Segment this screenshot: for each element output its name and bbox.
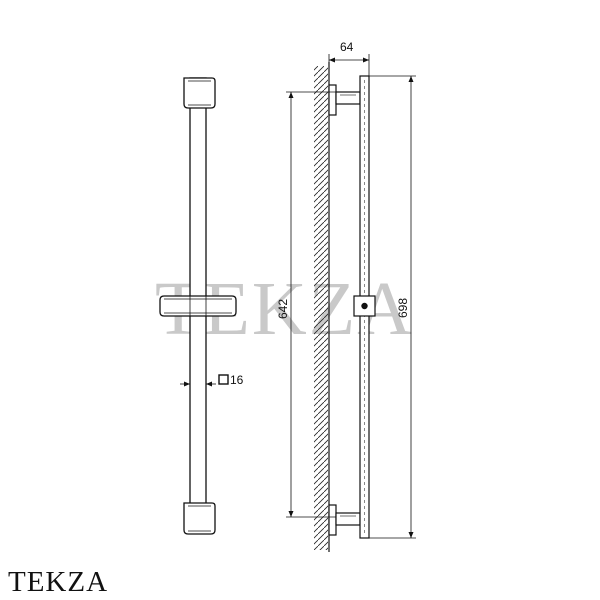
bar-section-dimension (180, 374, 229, 387)
dim-depth: 64 (340, 40, 354, 54)
front-slider (159, 295, 237, 317)
front-view (159, 77, 237, 535)
front-top-bracket (183, 77, 216, 109)
front-bottom-bracket (183, 502, 216, 535)
side-top-bracket (328, 84, 361, 116)
brand-logo-text: TEKZA (8, 566, 109, 598)
bracket-span-dimension (286, 91, 336, 518)
total-length-dimension (369, 75, 416, 539)
side-slider (353, 295, 376, 317)
dim-bar-section: 16 (230, 373, 244, 387)
dim-bracket-span: 642 (276, 299, 290, 319)
depth-dimension (328, 54, 370, 76)
square-section-icon (218, 374, 229, 385)
side-view (286, 54, 416, 552)
dim-total-length: 698 (396, 298, 410, 318)
wall-hatch (314, 66, 328, 550)
side-bottom-bracket (328, 504, 361, 536)
